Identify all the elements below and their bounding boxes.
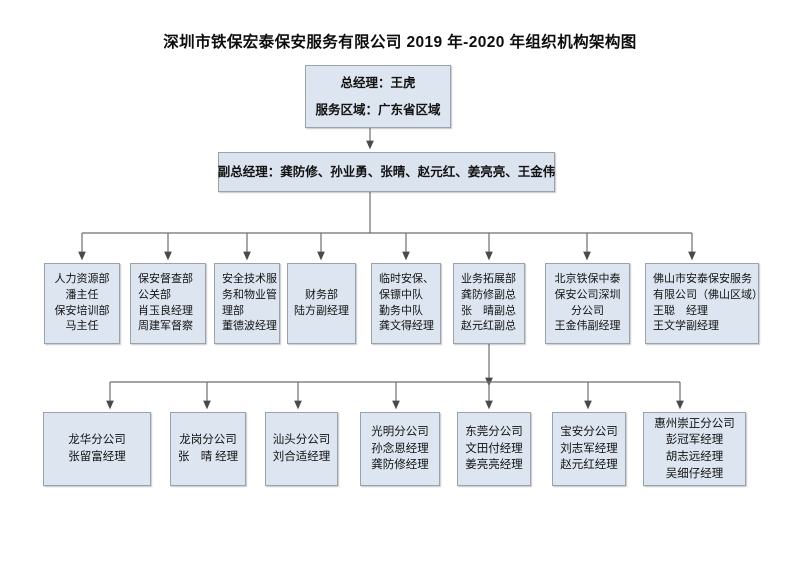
node-deputy-general-managers[interactable]: 副总经理：龚防修、孙业勇、张晴、赵元红、姜亮亮、王金伟: [218, 152, 555, 192]
node-line: 保镖中队: [379, 288, 423, 301]
node-line: 龚防修副总: [461, 288, 516, 301]
node-line: 龚防修经理: [371, 459, 429, 472]
node-line: 务和物业管: [222, 288, 277, 301]
node-line: 潘主任: [65, 288, 99, 301]
node-line: 王金伟副经理: [554, 320, 621, 333]
node-line: 东莞分公司: [465, 425, 523, 438]
page-title: 深圳市铁保宏泰保安服务有限公司 2019 年-2020 年组织机构架构图: [163, 34, 637, 51]
node-line: 佛山市安泰保安服务: [653, 272, 752, 285]
node-line: 肖玉良经理: [138, 304, 193, 317]
node-line: 光明分公司: [371, 425, 429, 438]
node-line: 吴细仔经理: [665, 467, 724, 480]
node-line: 彭冠军经理: [665, 434, 724, 447]
node-line: 张 晴副总: [461, 304, 516, 317]
node-line: 文田付经理: [465, 442, 523, 455]
node-line: 刘合适经理: [272, 451, 331, 463]
node-dept-temp-security[interactable]: 临时安保、保镖中队勤务中队龚文得经理: [371, 263, 441, 344]
node-line: 马主任: [65, 320, 99, 333]
node-line: 张 晴 经理: [177, 451, 239, 463]
node-dept-business-dev[interactable]: 业务拓展部龚防修副总张 晴副总赵元红副总: [453, 263, 525, 344]
node-dept-supervision[interactable]: 保安督查部公关部肖玉良经理周建军督察: [130, 263, 206, 344]
node-line: 总经理：王虎: [340, 76, 416, 91]
node-line: 刘志军经理: [560, 442, 618, 455]
node-line: 陆方副经理: [294, 304, 349, 317]
node-line: 赵元红副总: [461, 320, 516, 333]
node-line: 龙岗分公司: [179, 434, 237, 447]
node-branch-longhua[interactable]: 龙华分公司张留富经理: [43, 412, 151, 486]
node-dept-beijing-branch[interactable]: 北京铁保中泰保安公司深圳分公司王金伟副经理: [545, 263, 630, 344]
node-line: 业务拓展部: [461, 272, 516, 285]
node-dept-safety-tech[interactable]: 安全技术服务和物业管理部董德波经理: [214, 263, 280, 344]
node-line: 汕头分公司: [272, 434, 331, 447]
node-line: 副总经理：龚防修、孙业勇、张晴、赵元红、姜亮亮、王金伟: [217, 164, 556, 179]
node-line: 董德波经理: [222, 320, 277, 333]
node-general-manager[interactable]: 总经理：王虎服务区域：广东省区域: [305, 65, 451, 128]
node-dept-foshan[interactable]: 佛山市安泰保安服务有限公司（佛山区域） 王聪 经理王文学副经理: [645, 263, 763, 344]
node-line: 分公司: [571, 304, 604, 317]
node-line: 胡志远经理: [665, 451, 724, 463]
node-branch-dongguan[interactable]: 东莞分公司文田付经理姜亮亮经理: [457, 412, 531, 486]
node-branch-huizhou[interactable]: 惠州崇正分公司彭冠军经理胡志远经理吴细仔经理: [643, 412, 746, 486]
node-line: 安全技术服: [222, 272, 277, 285]
node-line: 财务部: [305, 288, 338, 301]
node-line: 赵元红经理: [560, 459, 618, 472]
node-line: 临时安保、: [379, 272, 434, 285]
node-line: 周建军督察: [138, 320, 193, 333]
node-line: 王聪 经理: [653, 304, 708, 317]
node-line: 宝安分公司: [560, 425, 618, 438]
node-line: 勤务中队: [379, 304, 423, 317]
node-dept-hr[interactable]: 人力资源部潘主任保安培训部马主任: [44, 263, 120, 344]
node-branch-shantou[interactable]: 汕头分公司刘合适经理: [265, 412, 338, 486]
node-line: 龚文得经理: [379, 320, 434, 333]
node-line: 张留富经理: [68, 451, 126, 463]
node-branch-guangming[interactable]: 光明分公司孙念恩经理龚防修经理: [360, 412, 440, 486]
node-line: 有限公司（佛山区域）: [653, 288, 763, 301]
node-line: 北京铁保中泰: [554, 272, 621, 285]
node-line: 保安督查部: [138, 272, 193, 285]
node-line: 惠州崇正分公司: [654, 417, 735, 430]
node-dept-finance[interactable]: 财务部陆方副经理: [287, 263, 356, 344]
node-line: 公关部: [138, 288, 171, 301]
node-branch-baoan[interactable]: 宝安分公司刘志军经理赵元红经理: [552, 412, 626, 486]
node-line: 王文学副经理: [653, 320, 719, 333]
node-line: 人力资源部: [54, 272, 110, 285]
node-branch-longgang[interactable]: 龙岗分公司张 晴 经理: [170, 412, 246, 486]
node-line: 理部: [222, 304, 244, 317]
node-line: 姜亮亮经理: [465, 459, 523, 472]
node-line: 保安公司深圳: [554, 288, 621, 301]
node-line: 龙华分公司: [68, 434, 126, 447]
node-line: 保安培训部: [54, 304, 110, 317]
node-line: 孙念恩经理: [371, 442, 429, 455]
node-line: 服务区域：广东省区域: [315, 102, 441, 117]
